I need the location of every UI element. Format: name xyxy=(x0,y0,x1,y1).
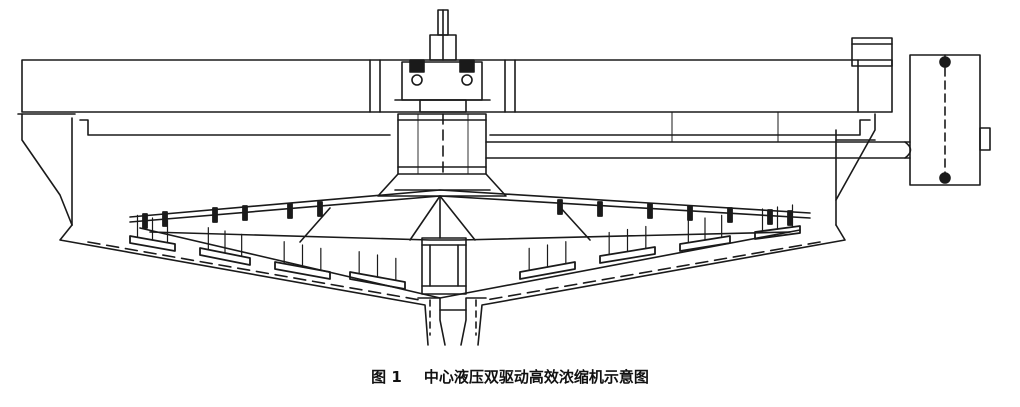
bridge-truss xyxy=(21,59,893,113)
rake-blade xyxy=(679,235,731,252)
rake-arm-pin xyxy=(317,201,323,217)
rake-arm-pin xyxy=(162,211,168,227)
rake-arm-pin xyxy=(557,199,563,215)
rake-blade xyxy=(274,261,331,280)
rake-blade xyxy=(129,235,176,252)
figure-title: 中心液压双驱动高效浓缩机示意图 xyxy=(423,368,649,386)
feed-well xyxy=(421,237,467,295)
thickener-drawing xyxy=(17,9,991,346)
rake-arm-pin xyxy=(727,207,733,223)
rake-arm-pin xyxy=(142,213,148,229)
rake-arms xyxy=(129,189,811,299)
rake-blade xyxy=(519,261,576,280)
rake-arm-pin xyxy=(287,203,293,219)
hydraulic-drive-unit xyxy=(394,59,491,113)
rake-arm-pin xyxy=(687,205,693,221)
rake-arm-pin xyxy=(647,203,653,219)
underflow-discharge-cone xyxy=(417,297,487,346)
figure-caption: 图 1 中心液压双驱动高效浓缩机示意图 xyxy=(0,366,1020,387)
hydraulic-station-cabinet xyxy=(851,37,991,186)
rake-arm-pin xyxy=(242,205,248,221)
rake-arm-pin xyxy=(767,209,773,225)
rake-blade xyxy=(199,247,251,266)
rake-blade xyxy=(349,271,406,290)
rake-blade xyxy=(754,225,801,240)
drive-cage xyxy=(377,113,507,197)
rake-blades xyxy=(129,199,801,290)
rake-blade xyxy=(599,246,656,264)
center-drive-column xyxy=(429,9,457,61)
rake-arm-pin xyxy=(597,201,603,217)
tank-cone-bottom xyxy=(59,224,846,346)
tank-wall xyxy=(17,113,876,226)
figure-number: 图 1 xyxy=(371,368,402,386)
rake-arm-pin xyxy=(787,210,793,226)
rake-arm-pin xyxy=(212,207,218,223)
